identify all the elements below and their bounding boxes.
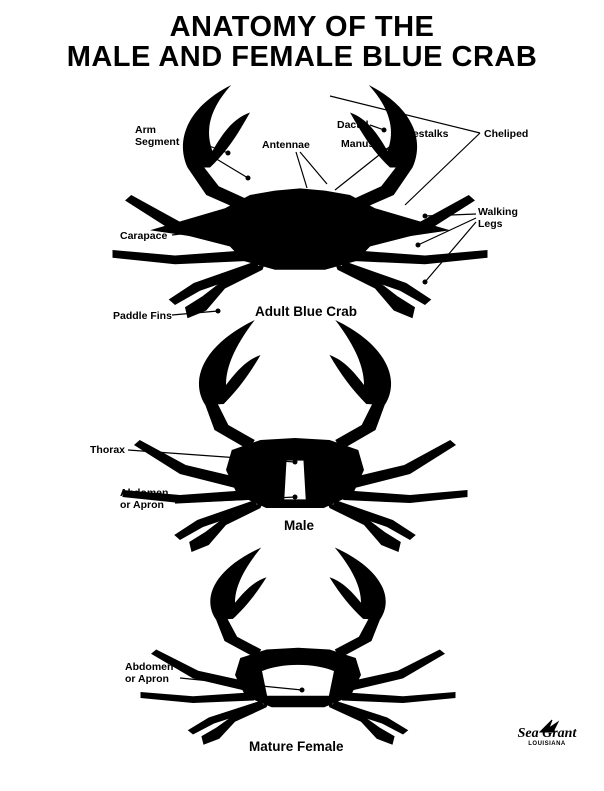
- arm-segment-dot-2: [245, 175, 251, 181]
- arm-segment-leader: [184, 136, 249, 179]
- sea-grant-louisiana-logo: Sea Grant LOUISIANA: [515, 726, 579, 748]
- label-dactyl: Dactyl: [337, 119, 369, 131]
- logo-name: Sea Grant: [517, 726, 577, 741]
- caption-male: Male: [284, 518, 315, 533]
- dactyl-dot: [381, 127, 387, 133]
- walking-legs-dot-1: [422, 213, 428, 219]
- male-crab-illustration: [122, 320, 468, 552]
- thorax-dot: [292, 459, 298, 465]
- title-line-1: ANATOMY OF THE: [169, 11, 435, 43]
- walking-legs-dot-3: [422, 279, 428, 285]
- female-crab-illustration: [140, 547, 456, 745]
- label-eyestalks: Eyestalks: [400, 128, 449, 140]
- thorax-leader: [127, 449, 296, 463]
- eyestalks-leader: [334, 139, 399, 191]
- label-male-abdomen-line2: or Apron: [120, 499, 164, 511]
- label-paddle-fins: Paddle Fins: [113, 310, 172, 322]
- label-antennae: Antennae: [262, 139, 310, 151]
- label-walking-legs-line2: Legs: [478, 218, 503, 230]
- label-manus: Manus: [341, 138, 374, 150]
- logo-state: LOUISIANA: [528, 741, 566, 747]
- caption-mature-female: Mature Female: [249, 739, 344, 754]
- caption-adult-blue-crab: Adult Blue Crab: [255, 304, 357, 319]
- label-female-abdomen-line1: Abdomen: [125, 661, 173, 673]
- female-abdomen-dot: [299, 687, 305, 693]
- female-abdomen-leader: [179, 677, 303, 691]
- paddle-fins-leader: [171, 310, 219, 316]
- male-abdomen-dot: [292, 494, 298, 500]
- label-female-abdomen-line2: or Apron: [125, 673, 169, 685]
- male-abdomen-leader: [174, 496, 296, 504]
- pelican-bird-icon: [538, 719, 560, 733]
- arm-segment-dot-1: [225, 150, 231, 156]
- label-carapace: Carapace: [120, 230, 167, 242]
- label-cheliped: Cheliped: [484, 128, 528, 140]
- carapace-dot: [280, 219, 286, 225]
- label-walking-legs-line1: Walking: [478, 206, 518, 218]
- cheliped-leader: [329, 95, 481, 206]
- adult-blue-crab-illustration: [112, 85, 488, 319]
- title-line-2: MALE AND FEMALE BLUE CRAB: [66, 41, 538, 73]
- walking-legs-dot-2: [415, 242, 421, 248]
- label-thorax: Thorax: [90, 444, 125, 456]
- label-arm-segment-line2: Segment: [135, 136, 180, 148]
- page-title: ANATOMY OF THE MALE AND FEMALE BLUE CRAB: [0, 12, 604, 72]
- paddle-fins-dot: [215, 308, 221, 314]
- walking-legs-leader: [417, 213, 477, 283]
- carapace-leader: [171, 221, 284, 236]
- antennae-leader: [295, 151, 328, 189]
- label-arm-segment-line1: Arm: [135, 124, 156, 136]
- label-male-abdomen-line1: Abdomen: [120, 487, 168, 499]
